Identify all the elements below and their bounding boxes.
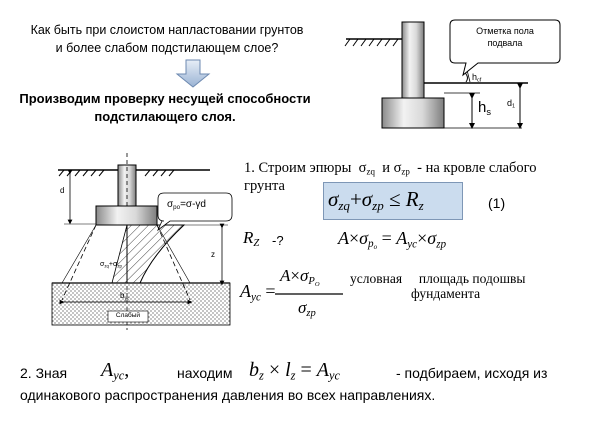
callout-floor-level-line1: Отметка пола xyxy=(476,26,534,36)
question-line-1: Как быть при слоистом напластовании грун… xyxy=(30,23,304,37)
label-h-cf: hcf xyxy=(472,72,482,84)
step2-line2: одинакового распространения давления во … xyxy=(20,387,436,403)
step1-line2: грунта xyxy=(244,178,285,194)
label-b-yc: byc xyxy=(120,291,130,302)
formula-3-denominator: σzp xyxy=(298,298,316,320)
formula-3-desc-line2: фундамента xyxy=(411,286,481,301)
action-line-1: Производим проверку несущей способности xyxy=(19,91,311,106)
formula-box xyxy=(323,182,463,220)
formula-1: σzq+σzp ≤ Rz xyxy=(328,187,424,213)
label-weak-layer: Слабый xyxy=(115,312,141,319)
action-line-2: подстилающего слоя. xyxy=(94,109,236,124)
right-foundation-diagram xyxy=(344,19,561,129)
left-foundation-diagram xyxy=(51,153,233,330)
label-z: z xyxy=(211,250,215,259)
rz-question: -? xyxy=(272,233,284,248)
step2-prefix: 2. Зная xyxy=(20,365,68,381)
label-d: d xyxy=(60,186,65,195)
down-arrow-icon xyxy=(175,59,211,88)
question-line-2: и более слабом подстилающем слое? xyxy=(55,41,279,55)
callout-floor-level-line2: подвала xyxy=(487,38,523,48)
step2-a-yc: Ayc, xyxy=(101,359,130,383)
callout-sigma-po: σpo=σ-γd xyxy=(167,199,206,211)
label-d1: d1 xyxy=(507,98,516,110)
step2-suffix: - подбираем, исходя из xyxy=(396,365,548,381)
step2-find: находим xyxy=(177,365,233,381)
formula-2: A×σpo = Ayc×σzp xyxy=(338,228,447,252)
label-sigma-sum: σzq+σzp xyxy=(100,261,122,269)
step2-formula: bz × lz = Ayc xyxy=(249,359,340,383)
formula-3-desc-line1: условная площадь подошвы xyxy=(350,271,526,286)
step1-line1: 1. Строим эпюры σzq и σzp - на кровле сл… xyxy=(244,160,537,177)
label-h-s: hs xyxy=(478,99,491,117)
formula-3-lhs: Ayc = xyxy=(240,281,276,304)
rz-symbol: RZ xyxy=(243,228,260,250)
formula-1-number: (1) xyxy=(488,195,506,211)
formula-3-numerator: A×σPO xyxy=(280,266,320,289)
